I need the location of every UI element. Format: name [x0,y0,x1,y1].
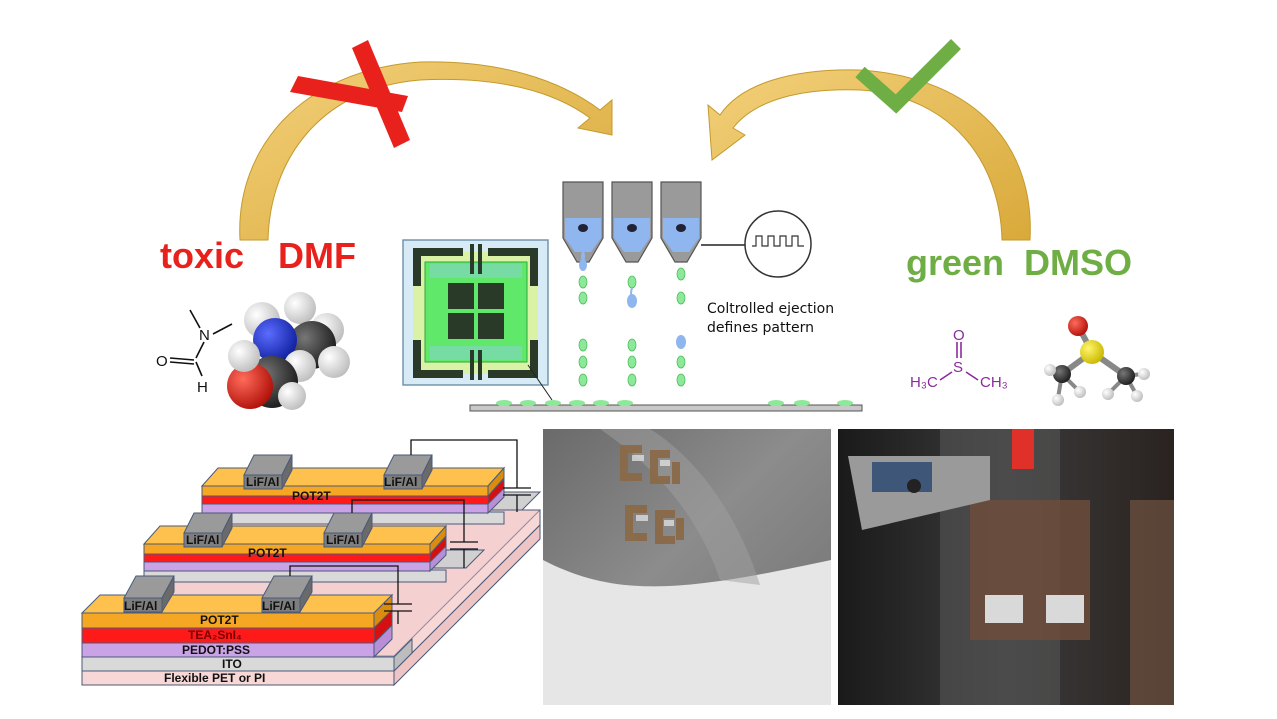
electrode-label: LiF/Al [262,599,295,613]
pattern-top-view [402,239,553,401]
layer-label-perovskite: TEA₂SnI₄ [188,628,242,642]
layer-label-pot2t: POT2T [248,546,287,560]
layer-label-ito: ITO [222,657,242,671]
dmso-right-group: CH₃ [980,374,1008,391]
photo-flexible-device [543,429,831,705]
dmf-space-filling-model [227,292,350,410]
dmso-ball-stick-model [1044,316,1150,406]
print-heads [562,181,748,263]
layer-label-pedot: PEDOT:PSS [182,643,250,657]
waveform-icon [744,210,812,278]
device-row-front [80,575,413,673]
dmso-label: DMSO [1024,242,1132,283]
layer-label-pot2t: POT2T [292,489,331,503]
layer-label-pot2t: POT2T [200,613,239,627]
device-stack [80,454,542,687]
dmf-atom-o: O [156,353,168,370]
dmso-left-group: H₃C [910,374,938,391]
print-head [611,181,653,263]
toxic-label: toxic [160,235,244,276]
device-row-middle [142,512,486,583]
arrow-right [707,69,1031,241]
electrode-label: LiF/Al [384,475,417,489]
print-substrate [469,400,863,412]
dmso-skeletal-formula [939,342,979,381]
electrode-label: LiF/Al [326,533,359,547]
printing-note-line2: defines pattern [707,320,814,336]
droplets [578,248,686,387]
green-label: green [906,242,1004,283]
print-head [562,181,604,263]
dmso-atom-s: S [953,359,963,376]
dmf-skeletal-formula [169,309,233,377]
dmso-atom-o: O [953,327,965,344]
print-head [660,181,702,263]
photo-clamped-device [838,429,1174,705]
cross-icon [290,40,410,148]
dmf-atom-n: N [199,327,210,344]
electrode-label: LiF/Al [124,599,157,613]
printing-note-line1: Coltrolled ejection [707,301,834,317]
dmf-label: DMF [278,235,356,276]
circuit-wiring [289,439,531,624]
checkmark-icon [855,39,961,114]
dmf-atom-h: H [197,379,208,396]
layer-labels: LiF/Al LiF/Al POT2T LiF/Al LiF/Al POT2T … [124,475,417,685]
device-row-back [200,454,542,525]
electrode-label: LiF/Al [246,475,279,489]
layer-label-substrate: Flexible PET or PI [164,671,265,685]
electrode-label: LiF/Al [186,533,219,547]
